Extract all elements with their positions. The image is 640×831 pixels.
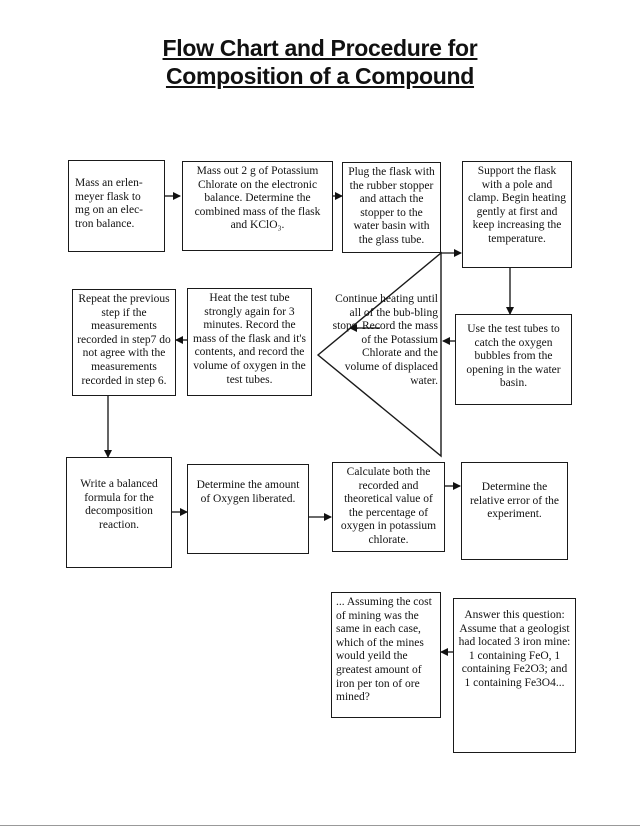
step-6-triangle — [316, 251, 442, 458]
step-14-box: ... Assuming the cost of mining was the … — [331, 592, 441, 718]
page-title-line-1: Flow Chart and Procedure for — [162, 35, 478, 61]
step-4-text: Support the flask with a pole and clamp.… — [467, 165, 567, 245]
step-3-box: Plug the flask with the rubber stopper a… — [342, 162, 441, 253]
step-7-text: Heat the test tube strongly again for 3 … — [193, 292, 306, 386]
step-9-box: Write a balanced formula for the decompo… — [66, 457, 172, 568]
step-4-box: Support the flask with a pole and clamp.… — [462, 161, 572, 268]
step-7-box: Heat the test tube strongly again for 3 … — [187, 288, 312, 396]
step-14-text: ... Assuming the cost of mining was the … — [336, 596, 432, 704]
step-12-text: Determine the relative error of the expe… — [469, 481, 560, 521]
step-5-box: Use the test tubes to catch the oxygen b… — [455, 314, 572, 405]
step-13-box: Answer this question: Assume that a geol… — [453, 598, 576, 753]
step-6-text-block: Continue heating until all of the bub-bl… — [330, 293, 438, 388]
step-10-box: Determine the amount of Oxygen liberated… — [187, 464, 309, 554]
step-13-text: Answer this question: Assume that a geol… — [458, 609, 571, 689]
step-8-text: Repeat the previous step if the measurem… — [77, 293, 171, 387]
step-10-text: Determine the amount of Oxygen liberated… — [196, 479, 300, 505]
step-11-text: Calculate both the recorded and theoreti… — [340, 466, 437, 546]
page-bottom-rule — [0, 825, 640, 826]
step-11-box: Calculate both the recorded and theoreti… — [332, 462, 445, 552]
step-2-text: Mass out 2 g of Potassium Chlorate on th… — [194, 165, 321, 232]
step-8-box: Repeat the previous step if the measurem… — [72, 289, 176, 396]
step-1-box: Mass an erlen-meyer flask to mg on an el… — [68, 160, 165, 252]
page-title-line-2: Composition of a Compound — [165, 63, 475, 89]
step-1-text: Mass an erlen-meyer flask to mg on an el… — [75, 177, 144, 230]
step-6-text: Continue heating until all of the bub-bl… — [332, 293, 438, 387]
step-12-box: Determine the relative error of the expe… — [461, 462, 568, 560]
step-3-text: Plug the flask with the rubber stopper a… — [348, 166, 435, 246]
step-5-text: Use the test tubes to catch the oxygen b… — [466, 323, 561, 390]
step-2-box: Mass out 2 g of Potassium Chlorate on th… — [182, 161, 333, 251]
step-9-text: Write a balanced formula for the decompo… — [80, 478, 158, 531]
